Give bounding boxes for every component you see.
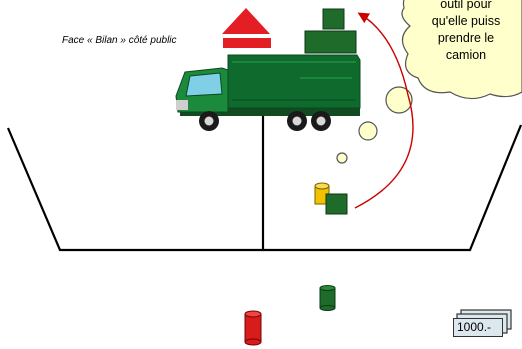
bubble-line: qu'elle puiss [406, 13, 522, 30]
bubble-line: outil pour [406, 0, 522, 13]
red-cylinder-icon [245, 311, 261, 345]
stacked-blocks-icon [305, 9, 356, 53]
caption-text: Face « Bilan » côté public [62, 35, 177, 46]
green-cylinder-icon [320, 286, 335, 311]
banknote-label: 1000.- [453, 318, 503, 337]
truck-icon [176, 55, 360, 131]
triangle-icon [222, 8, 271, 48]
bubble-line: prendre le [406, 30, 522, 47]
small-items-icon [315, 183, 347, 214]
bubble-line: camion [406, 47, 522, 64]
scale-frame [8, 113, 521, 250]
thought-bubble-text: outil pour qu'elle puiss prendre le cami… [406, 0, 522, 64]
